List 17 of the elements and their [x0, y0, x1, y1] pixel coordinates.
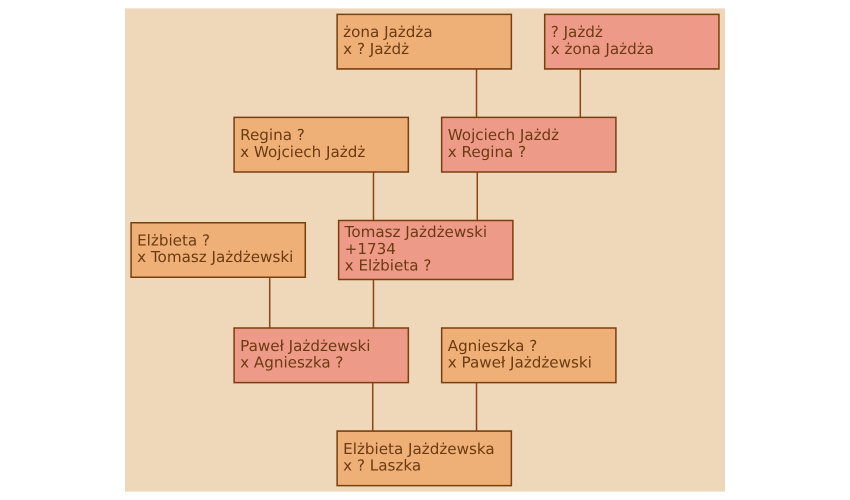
connector: [476, 382, 478, 431]
node-box: Elżbieta ? x Tomasz Jażdżewski: [130, 222, 306, 278]
connector: [372, 382, 374, 431]
node-box: Wojciech Jażdż x Regina ?: [440, 116, 617, 173]
node-box: Regina ? x Wojciech Jażdż: [233, 116, 410, 173]
connector: [372, 172, 374, 220]
node-box: Agnieszka ? x Paweł Jażdżewski: [440, 327, 617, 384]
node-box: Paweł Jażdżewski x Agnieszka ?: [233, 327, 410, 384]
node-box: Elżbieta Jażdżewska x ? Laszka: [336, 430, 512, 486]
connector: [580, 69, 582, 118]
node-box: żona Jażdża x ? Jażdż: [336, 14, 512, 70]
connector: [372, 280, 374, 328]
connector: [476, 69, 478, 118]
node-box: ? Jażdż x żona Jażdża: [544, 14, 720, 70]
connector: [268, 278, 270, 328]
node-box: Tomasz Jażdżewski +1734 x Elżbieta ?: [338, 220, 514, 280]
connector: [476, 172, 478, 220]
